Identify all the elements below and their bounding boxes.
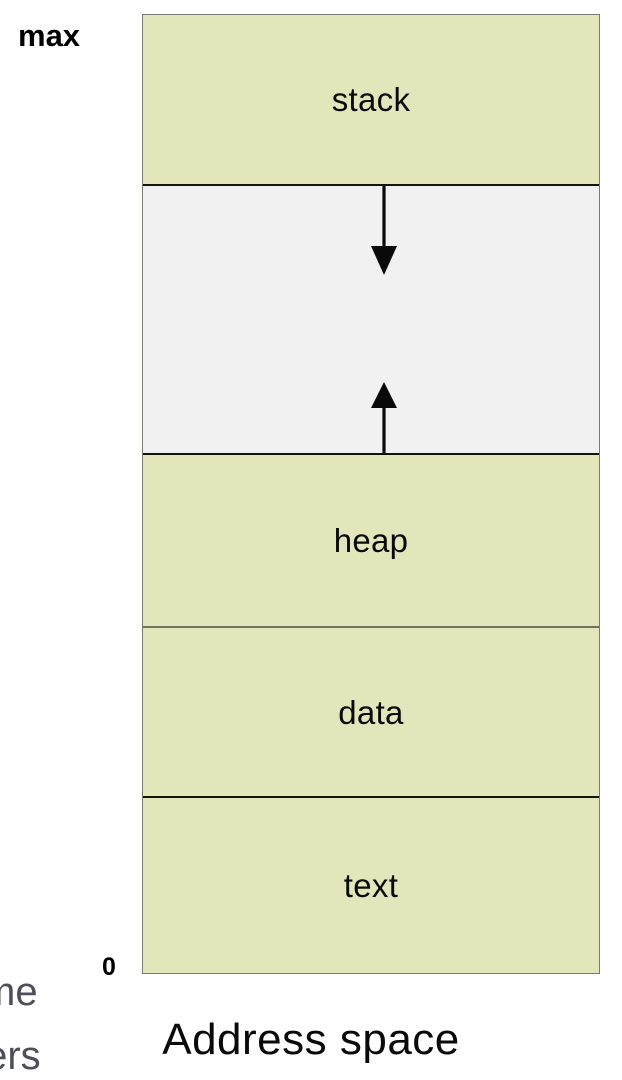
memory-segment-data: data: [143, 628, 599, 798]
diagram-caption: Address space: [162, 1015, 460, 1064]
memory-segment-heap: heap: [143, 455, 599, 628]
background-text-line-2: sters: [0, 1034, 41, 1078]
heap-growth-up-arrow-icon: [366, 382, 402, 456]
memory-layout-diagram: stack heap data text: [142, 14, 600, 974]
memory-segment-heap-label: heap: [333, 522, 409, 559]
memory-segment-free-gap: [143, 186, 599, 456]
axis-label-zero: 0: [102, 953, 116, 981]
memory-segment-stack-label: stack: [331, 81, 411, 118]
memory-segment-text: text: [143, 798, 599, 973]
stack-growth-down-arrow-icon: [366, 186, 402, 276]
memory-segment-stack: stack: [143, 15, 599, 186]
background-text-line-1: time: [0, 970, 38, 1014]
memory-segment-data-label: data: [338, 693, 404, 731]
memory-segment-text-label: text: [343, 867, 399, 904]
axis-label-max: max: [18, 18, 81, 53]
